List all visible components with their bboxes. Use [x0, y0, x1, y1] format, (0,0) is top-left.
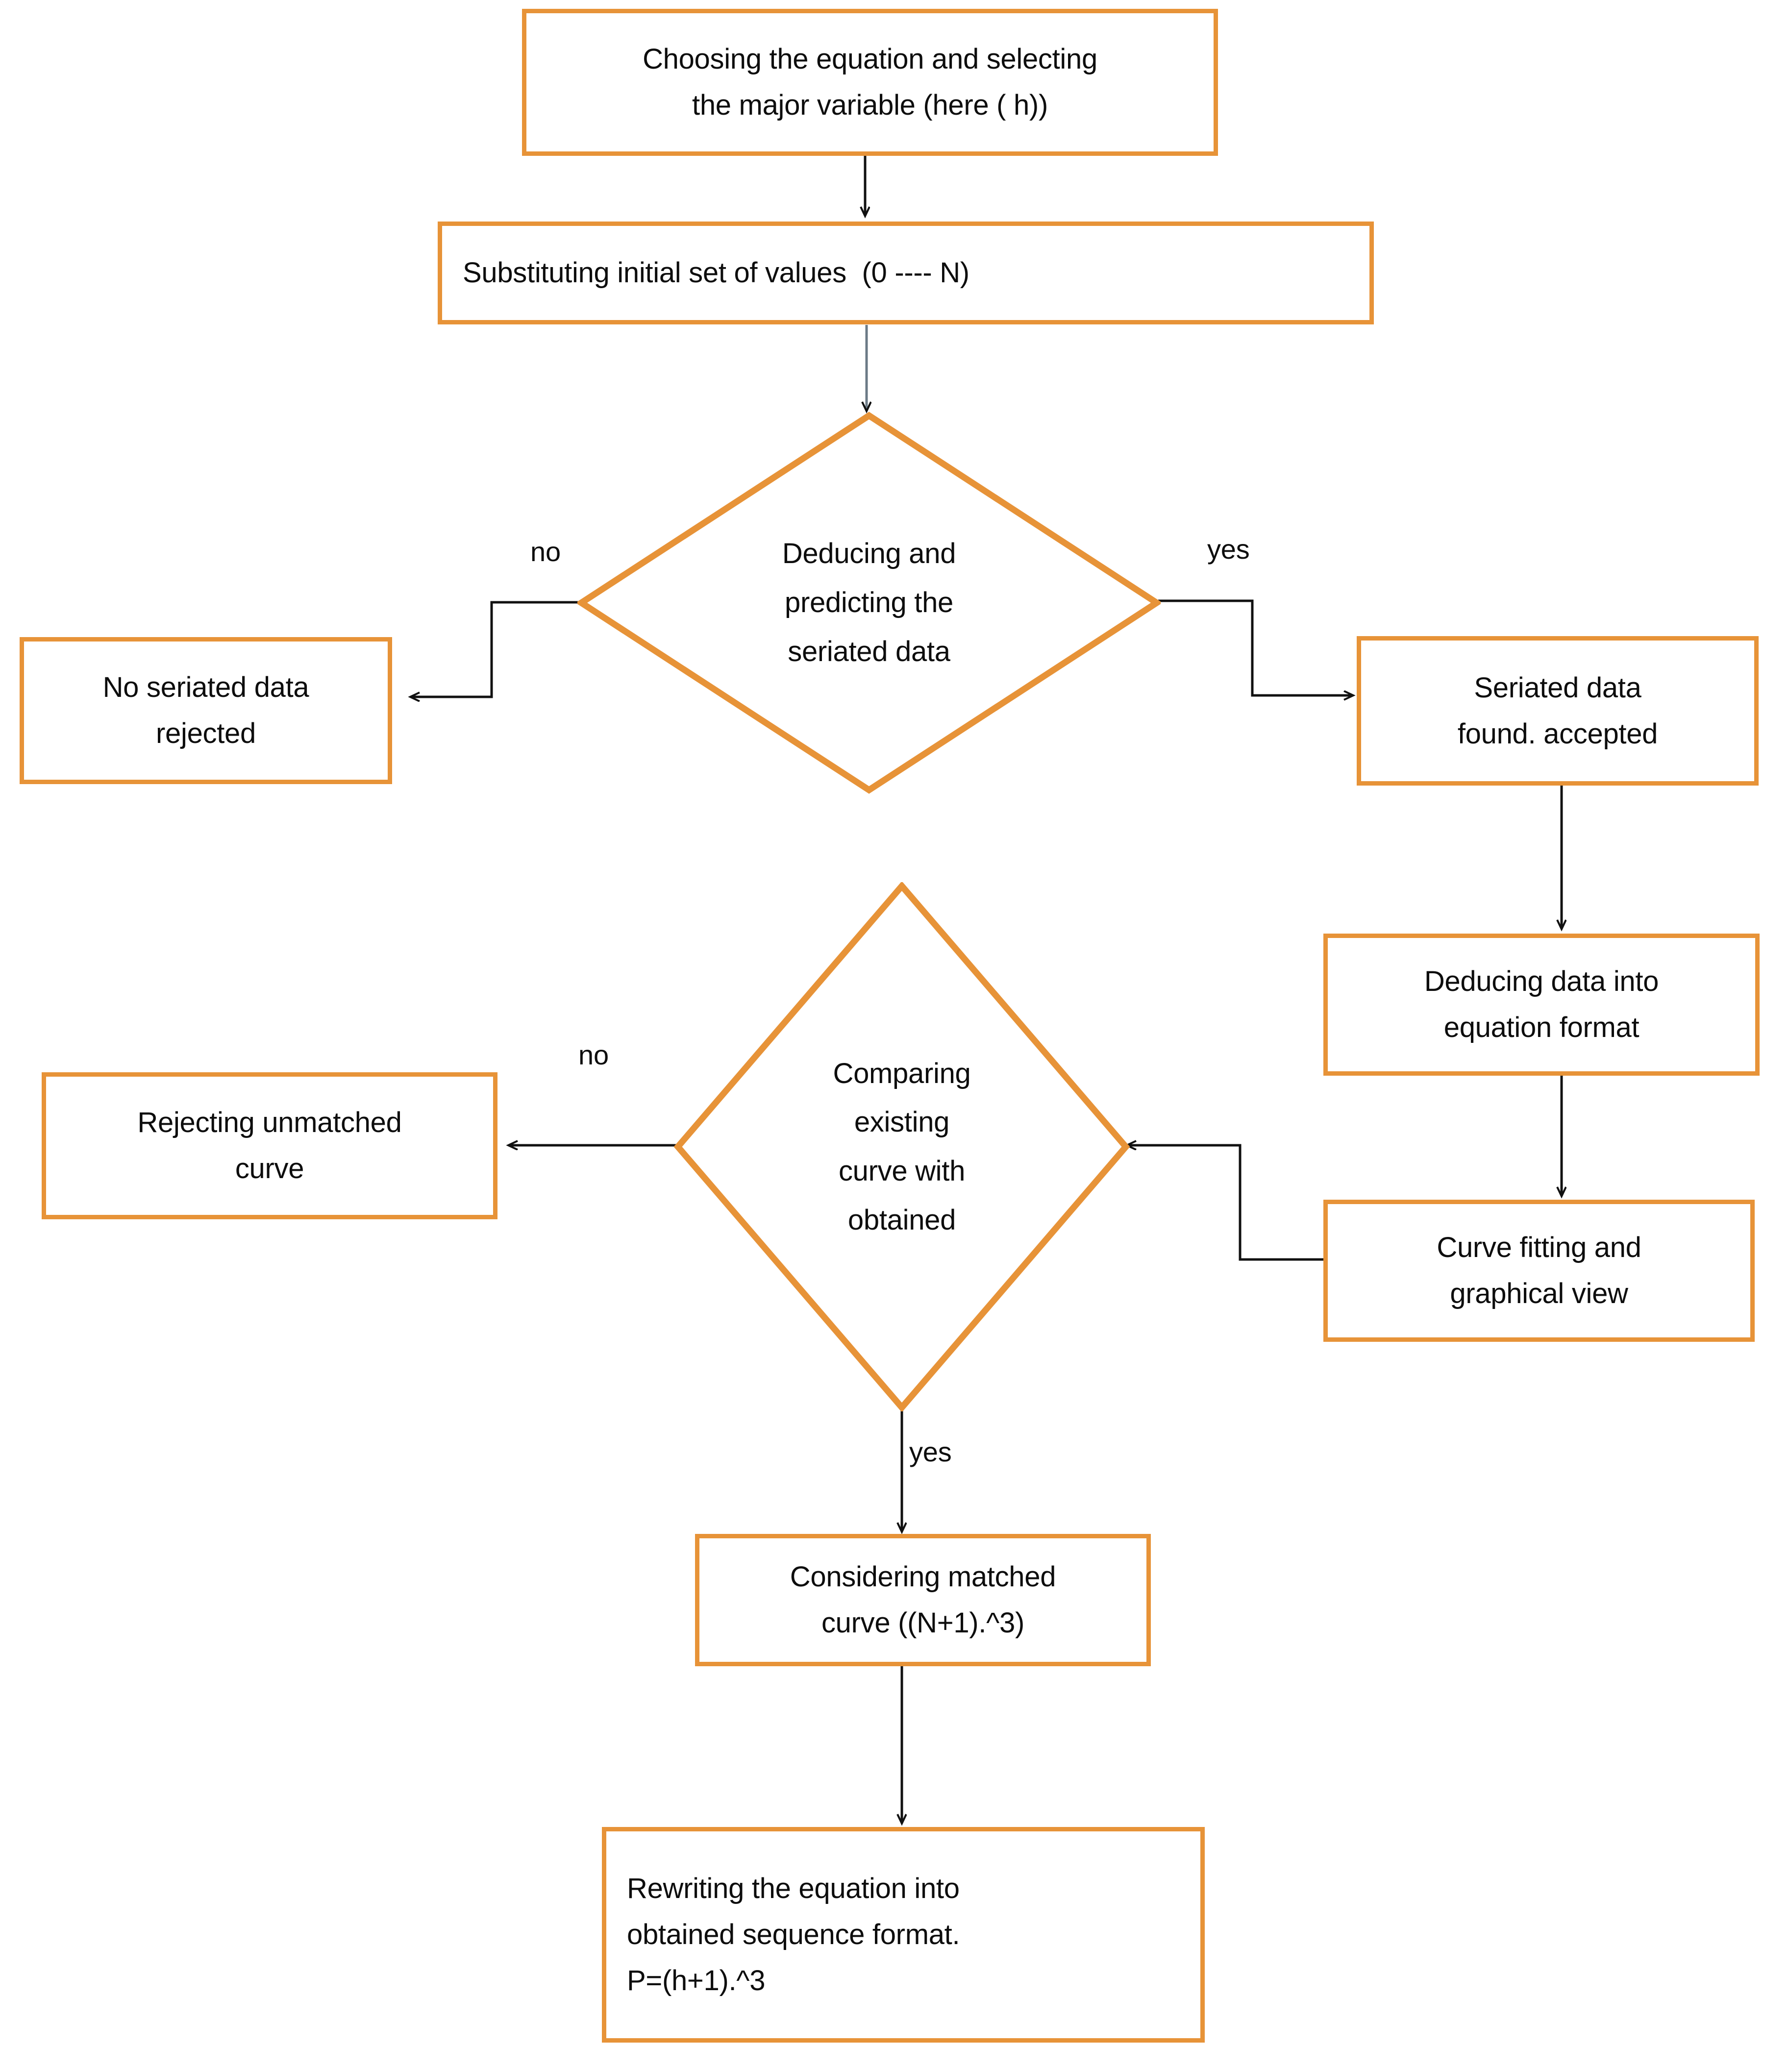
- reject-curve-line-1: Rejecting unmatched: [137, 1107, 402, 1139]
- curvefit-line-2: graphical view: [1450, 1278, 1628, 1309]
- rewrite-line-2: obtained sequence format.: [627, 1919, 960, 1951]
- edge-label-decision1-no: no: [530, 536, 561, 567]
- node-seriated-data-found-accepted[interactable]: Seriated data found. accepted: [1357, 636, 1759, 786]
- node-substitute[interactable]: Substituting initial set of values (0 --…: [438, 222, 1374, 324]
- deduce-line-2: equation format: [1443, 1011, 1640, 1043]
- node-rewriting-equation[interactable]: Rewriting the equation into obtained seq…: [602, 1827, 1205, 2043]
- edge-label-decision1-yes: yes: [1207, 534, 1250, 565]
- node-considering-matched-curve[interactable]: Considering matched curve ((N+1).^3): [695, 1534, 1151, 1666]
- edge-curvefit-to-decision2: [1127, 1145, 1323, 1261]
- node-start-line-2: the major variable (here ( h)): [692, 89, 1048, 121]
- node-deducing-data-into-equation-format[interactable]: Deducing data into equation format: [1323, 934, 1760, 1076]
- deduce-line-1: Deducing data into: [1424, 965, 1659, 998]
- accepted1-line-1: Seriated data: [1474, 671, 1641, 704]
- node-start[interactable]: Choosing the equation and selecting the …: [522, 9, 1218, 156]
- edge-decision1-yes: [1158, 599, 1353, 695]
- node-decision1[interactable]: Deducing and predicting the seriated dat…: [577, 412, 1161, 794]
- edge-label-decision2-no: no: [578, 1039, 609, 1070]
- edge-label-decision2-yes: yes: [909, 1436, 952, 1467]
- rewrite-line-1: Rewriting the equation into: [627, 1873, 960, 1905]
- rewrite-line-3: P=(h+1).^3: [627, 1964, 766, 1997]
- node-start-line-1: Choosing the equation and selecting: [643, 43, 1097, 75]
- decision2-diamond-shape: [674, 882, 1130, 1411]
- node-curve-fitting-and-graphical-view[interactable]: Curve fitting and graphical view: [1323, 1200, 1755, 1342]
- node-no-seriated-data-rejected[interactable]: No seriated data rejected: [20, 637, 392, 784]
- curvefit-line-1: Curve fitting and: [1437, 1232, 1641, 1264]
- matched-line-1: Considering matched: [790, 1561, 1056, 1593]
- node-decision2[interactable]: Comparing existing curve with obtained: [674, 882, 1130, 1411]
- node-rejecting-unmatched-curve[interactable]: Rejecting unmatched curve: [42, 1072, 497, 1219]
- accepted1-line-2: found. accepted: [1457, 717, 1658, 750]
- matched-line-2: curve ((N+1).^3): [821, 1607, 1024, 1639]
- decision1-diamond-shape: [577, 412, 1161, 794]
- rejected1-line-2: rejected: [156, 717, 256, 749]
- rejected1-line-1: No seriated data: [102, 671, 309, 704]
- node-substitute-line-1: Substituting initial set of values (0 --…: [463, 257, 969, 289]
- reject-curve-line-2: curve: [235, 1153, 304, 1184]
- edge-decision1-no: [411, 601, 581, 697]
